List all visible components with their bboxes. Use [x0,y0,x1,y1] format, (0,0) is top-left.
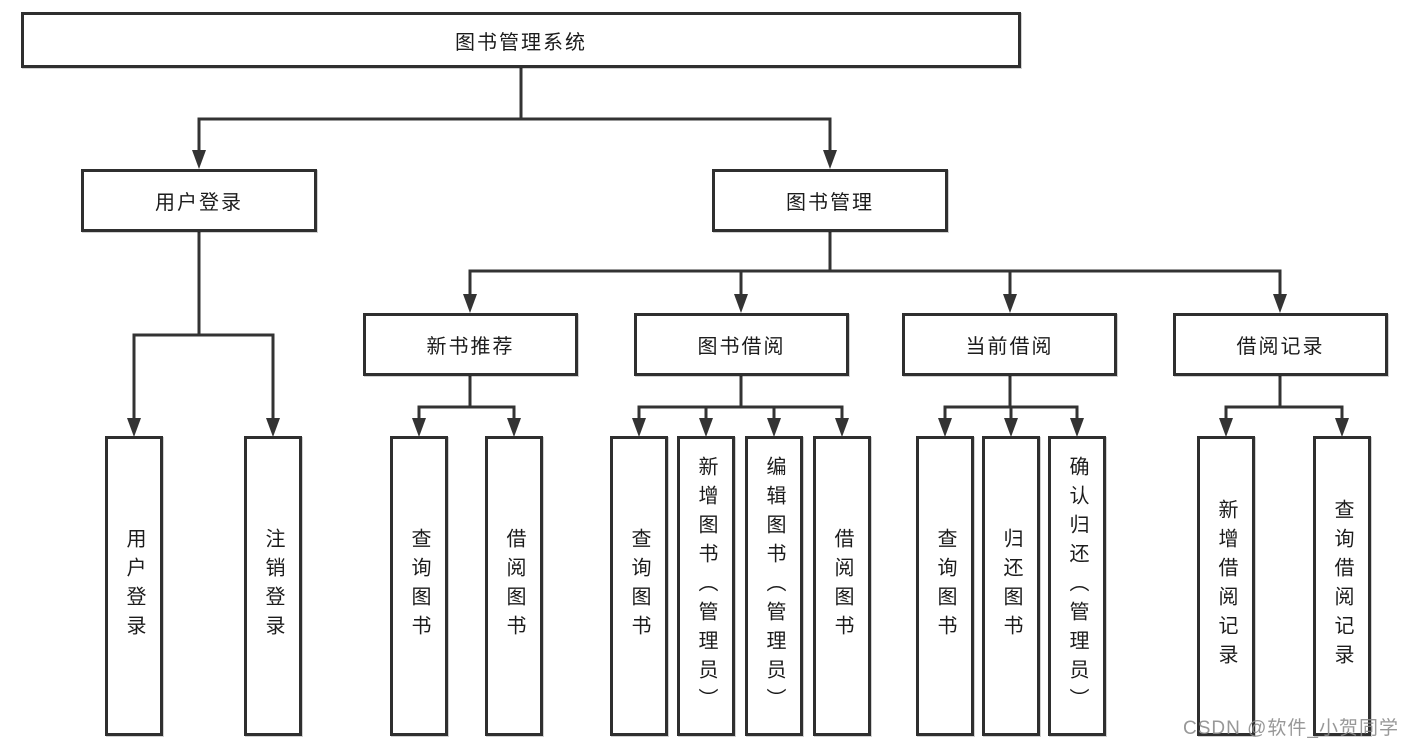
leaf-return-book-label: 归还图书 [1000,528,1022,644]
node-user-login-label: 用户登录 [155,192,243,214]
node-user-login: 用户登录 [81,169,317,232]
node-new-book-recommend-label: 新书推荐 [426,336,515,358]
leaf-user-login-label: 用户登录 [123,528,145,644]
leaf-return-book: 归还图书 [982,436,1040,736]
leaf-borrow-borrow-book: 借阅图书 [813,436,871,736]
leaf-current-query-book: 查询图书 [916,436,974,736]
leaf-query-borrow-record-label: 查询借阅记录 [1331,499,1353,673]
node-book-management-label: 图书管理 [786,192,874,214]
leaf-recommend-borrow-book-label: 借阅图书 [503,528,525,644]
leaf-edit-book-admin-label: 编辑图书（管理员） [763,455,785,717]
leaf-add-borrow-record: 新增借阅记录 [1197,436,1255,736]
node-root: 图书管理系统 [21,12,1021,68]
csdn-watermark: CSDN @软件_小贺同学 [1183,718,1399,739]
leaf-confirm-return-admin: 确认归还（管理员） [1048,436,1106,736]
leaf-add-book-admin: 新增图书（管理员） [677,436,735,736]
leaf-recommend-borrow-book: 借阅图书 [485,436,543,736]
leaf-query-borrow-record: 查询借阅记录 [1313,436,1371,736]
leaf-logout: 注销登录 [244,436,302,736]
leaf-recommend-query-book-label: 查询图书 [408,528,430,644]
node-current-borrow: 当前借阅 [902,313,1117,376]
node-book-management: 图书管理 [712,169,948,232]
node-book-borrow-label: 图书借阅 [697,336,786,358]
leaf-add-borrow-record-label: 新增借阅记录 [1215,499,1237,673]
node-borrow-records-label: 借阅记录 [1236,336,1325,358]
leaf-add-book-admin-label: 新增图书（管理员） [695,455,717,717]
leaf-borrow-query-book-label: 查询图书 [628,528,650,644]
node-book-borrow: 图书借阅 [634,313,849,376]
node-root-label: 图书管理系统 [455,31,587,54]
node-borrow-records: 借阅记录 [1173,313,1388,376]
leaf-current-query-book-label: 查询图书 [934,528,956,644]
node-current-borrow-label: 当前借阅 [965,336,1054,358]
node-new-book-recommend: 新书推荐 [363,313,578,376]
leaf-logout-label: 注销登录 [262,528,284,644]
leaf-borrow-query-book: 查询图书 [610,436,668,736]
leaf-recommend-query-book: 查询图书 [390,436,448,736]
leaf-user-login: 用户登录 [105,436,163,736]
leaf-borrow-borrow-book-label: 借阅图书 [831,528,853,644]
leaf-confirm-return-admin-label: 确认归还（管理员） [1066,455,1088,717]
leaf-edit-book-admin: 编辑图书（管理员） [745,436,803,736]
